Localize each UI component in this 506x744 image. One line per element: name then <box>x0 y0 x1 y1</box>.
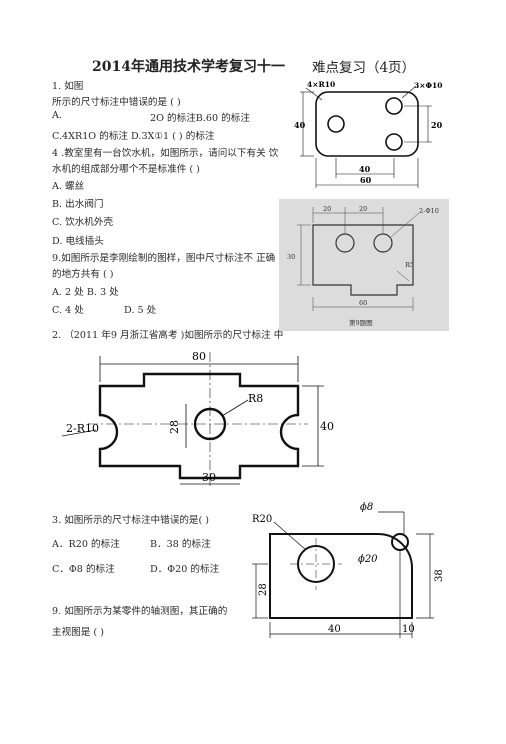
fig9a-dim-2phi10: 2-Φ10 <box>419 207 439 215</box>
hole-right <box>373 233 393 253</box>
fig3-dim-r20: R20 <box>252 514 272 525</box>
q3-option-a: A．R20 的标注 <box>52 539 120 550</box>
scan-background <box>279 199 449 331</box>
q9a-option-d: D. 5 处 <box>124 305 157 316</box>
fig2-dim-28: 28 <box>168 420 181 434</box>
q1-line1: 1. 如图 <box>52 81 84 92</box>
figure-q3-drawing: R20 ϕ8 ϕ20 28 38 40 10 <box>252 502 445 638</box>
q1-option-a: A. <box>52 110 62 121</box>
fig3-dim-10: 10 <box>402 624 415 635</box>
fig1-dim-60-bottom: 60 <box>360 175 372 185</box>
fig1-dim-40-left: 40 <box>294 120 306 130</box>
fig3-dim-phi20: ϕ20 <box>358 554 378 565</box>
q1-line2: 所示的尺寸标注中错误的是 ( ) <box>52 97 181 108</box>
fig1-dim-20-right: 20 <box>431 120 443 130</box>
fig1-r-label: 4×R10 <box>307 80 335 89</box>
q4-option-a: A. 螺丝 <box>52 181 85 192</box>
hole-left <box>327 115 345 133</box>
fig2-dim-30: 30 <box>202 471 216 484</box>
part-outline <box>98 372 300 480</box>
q4-option-b: B. 出水阀门 <box>52 199 104 210</box>
fig9a-dim-r5: R5 <box>405 261 414 269</box>
q3-line: 3. 如图所示的尺寸标注中错误的是( ) <box>52 515 210 526</box>
part-outline <box>269 533 413 619</box>
figure-q2-drawing: 80 R8 28 40 2-R10 30 <box>62 350 334 486</box>
hole-left <box>335 233 355 253</box>
q4-option-c: C. 饮水机外壳 <box>52 217 114 228</box>
q2-line: 2. （2011 年9 月浙江省高考 )如图所示的尺寸标注 中 <box>52 330 284 341</box>
q9a-line2: 的地方共有 ( ) <box>52 269 114 280</box>
hole-bottom-right <box>385 133 403 151</box>
q9b-line1: 9. 如图所示为某零件的轴测图，其正确的 <box>52 606 228 617</box>
fig3-dim-40: 40 <box>328 624 341 635</box>
fig3-dim-28: 28 <box>258 583 269 596</box>
fig1-hole-label: 3×Φ10 <box>414 81 442 90</box>
q1-option-b: 2O 的标注B.60 的标注 <box>150 113 250 124</box>
fig3-dim-38: 38 <box>434 569 445 582</box>
fig9a-caption: 第9题图 <box>349 318 373 327</box>
fig2-dim-2r10: 2-R10 <box>66 422 99 435</box>
fig9a-dim-20b: 20 <box>359 205 367 213</box>
fig9a-dim-20a: 20 <box>323 205 331 213</box>
fig3-dim-phi8: ϕ8 <box>360 502 373 513</box>
figure-q9a-drawing: 20 20 2-Φ10 30 R5 60 第9题图 <box>279 199 449 331</box>
page-title: 2014年通用技术学考复习十一 <box>92 59 285 75</box>
q4-option-d: D. 电线插头 <box>52 236 104 247</box>
q9a-option-c: C. 4 处 <box>52 305 84 316</box>
q4-line2: 水机的组成部分哪个不是标准件 ( ) <box>52 164 200 175</box>
q4-line1: 4 .教室里有一台饮水机，如图所示，请问以下有关 饮 <box>52 148 279 159</box>
hole-top-right <box>385 97 403 115</box>
q3-option-d: D．Φ20 的标注 <box>150 564 220 575</box>
q3-option-b: B．38 的标注 <box>150 539 211 550</box>
page-subtitle: 难点复习（4页） <box>312 60 416 76</box>
fig2-dim-80: 80 <box>192 350 206 363</box>
fig9a-dim-60: 60 <box>359 299 367 307</box>
fig2-dim-r8: R8 <box>248 392 263 405</box>
fig1-dim-40-bottom: 40 <box>359 164 371 174</box>
q9a-option-ab: A. 2 处 B. 3 处 <box>52 287 119 298</box>
q9b-line2: 主视图是 ( ) <box>52 627 104 638</box>
fig2-dim-40: 40 <box>320 420 334 433</box>
part-outline <box>312 224 414 296</box>
plate-outline <box>315 91 419 157</box>
fig9a-dim-30: 30 <box>287 253 295 261</box>
q3-option-c: C．Φ8 的标注 <box>52 564 115 575</box>
q9a-line1: 9.如图所示是李刚绘制的图样，图中尺寸标注不 正确 <box>52 253 276 264</box>
q1-option-cd: C.4XR1O 的标注 D.3X①1 ( ) 的标注 <box>52 131 215 142</box>
figure-q1-drawing: 4×R10 3×Φ10 40 20 40 60 <box>294 80 443 188</box>
